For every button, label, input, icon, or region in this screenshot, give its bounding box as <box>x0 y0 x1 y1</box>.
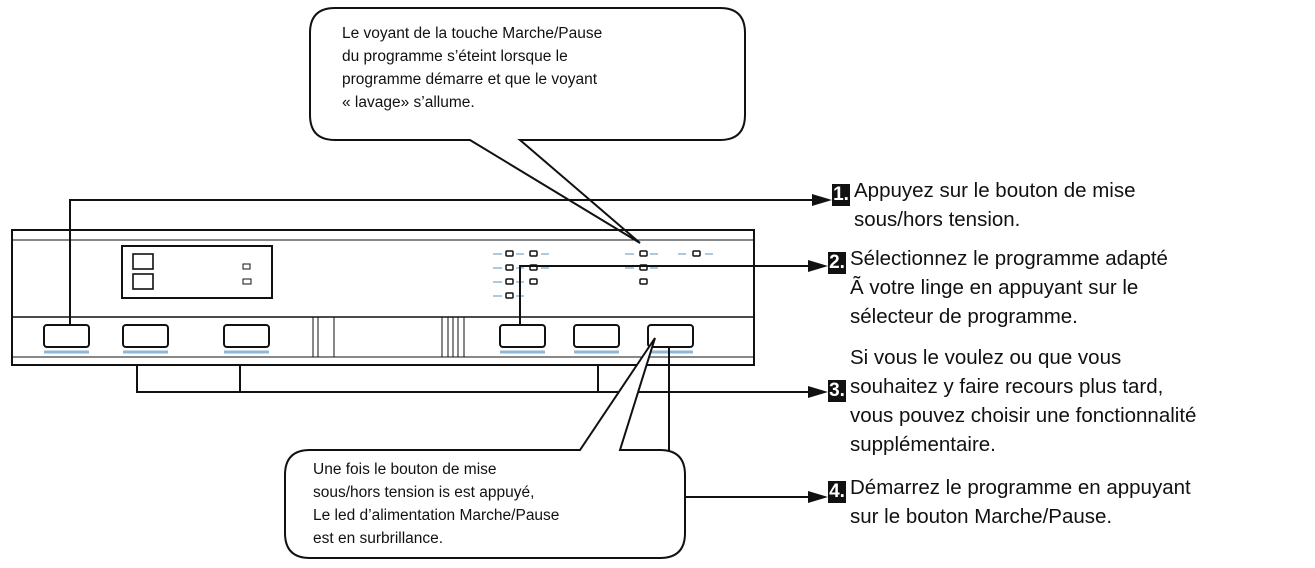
step-line: Appuyez sur le bouton de mise <box>854 179 1136 202</box>
step-4: 4. Démarrez le programme en appuyant sur… <box>828 473 1191 531</box>
callout-top-line: Le voyant de la touche Marche/Pause <box>342 25 603 42</box>
step-1: 1. Appuyez sur le bouton de mise sous/ho… <box>832 176 1135 234</box>
display-digit-top <box>132 253 154 270</box>
panel-divider-right <box>447 316 454 358</box>
callout-bottom-line: sous/hors tension is est appuyé, <box>313 484 535 501</box>
panel-divider-right-2 <box>457 316 465 358</box>
step-4-number: 4. <box>828 481 846 503</box>
leader-lines <box>69 199 812 498</box>
step-line: supplémentaire. <box>850 433 996 456</box>
callout-bottom-line: Le led d’alimentation Marche/Pause <box>313 507 560 524</box>
program-selector-button <box>499 324 546 348</box>
power-button <box>43 324 90 348</box>
callout-top-line: du programme s’éteint lorsque le <box>342 48 568 65</box>
start-pause-button <box>647 324 694 348</box>
step-3-number: 3. <box>828 380 846 402</box>
step-2-text: Sélectionnez le programme adapté Ã votre… <box>850 244 1168 331</box>
leader-step-2 <box>519 265 808 325</box>
leader-step-1 <box>69 199 812 325</box>
arrowhead-4 <box>808 491 828 503</box>
callout-top-line: « lavage» s’allume. <box>342 94 475 111</box>
step-1-text: Appuyez sur le bouton de mise sous/hors … <box>854 176 1135 234</box>
step-line: sur le bouton Marche/Pause. <box>850 505 1113 528</box>
callout-bottom-bubble <box>284 337 686 559</box>
step-4-text: Démarrez le programme en appuyant sur le… <box>850 473 1191 531</box>
arrowhead-3 <box>808 386 828 398</box>
led-indicators <box>493 250 713 299</box>
callout-top-line: programme démarre et que le voyant <box>342 71 598 88</box>
step-line: vous pouvez choisir une fonctionnalité <box>850 404 1197 427</box>
option-button-1 <box>122 324 169 348</box>
display-indicator-1 <box>242 263 251 270</box>
washer-control-panel <box>11 229 755 366</box>
leader-step-3 <box>136 365 808 393</box>
step-line: Ã votre linge en appuyant sur le <box>850 276 1139 299</box>
step-line: Si vous le voulez ou que vous <box>850 346 1122 369</box>
panel-divider-left <box>312 316 319 358</box>
step-line: souhaitez y faire recours plus tard, <box>850 375 1164 398</box>
arrowhead-1 <box>812 194 832 206</box>
panel-center-slot <box>333 316 443 358</box>
arrowheads <box>808 194 832 503</box>
arrowhead-2 <box>808 260 828 272</box>
step-1-number: 1. <box>832 184 850 206</box>
step-line: Démarrez le programme en appuyant <box>850 476 1191 499</box>
step-line: Sélectionnez le programme adapté <box>850 247 1168 270</box>
option-button-3 <box>573 324 620 348</box>
callout-bottom-text: Une fois le bouton de mise sous/hors ten… <box>313 458 559 550</box>
step-line: sélecteur de programme. <box>850 305 1078 328</box>
display-window <box>121 245 273 299</box>
step-line: sous/hors tension. <box>854 208 1021 231</box>
option-button-2 <box>223 324 270 348</box>
display-indicator-2 <box>242 278 252 285</box>
step-3: 3. Si vous le voulez ou que vous souhait… <box>828 343 1196 459</box>
display-digit-bottom <box>132 273 154 290</box>
step-2: 2. Sélectionnez le programme adapté Ã vo… <box>828 244 1168 331</box>
leader-step-4 <box>668 347 808 498</box>
step-2-number: 2. <box>828 252 846 274</box>
callout-bottom-line: Une fois le bouton de mise <box>313 461 497 478</box>
panel-outline <box>11 229 755 366</box>
callout-top-text: Le voyant de la touche Marche/Pause du p… <box>342 22 602 114</box>
callout-top-bubble <box>309 7 746 244</box>
callout-bottom-line: est en surbrillance. <box>313 530 444 547</box>
step-3-text: Si vous le voulez ou que vous souhaitez … <box>850 343 1196 459</box>
